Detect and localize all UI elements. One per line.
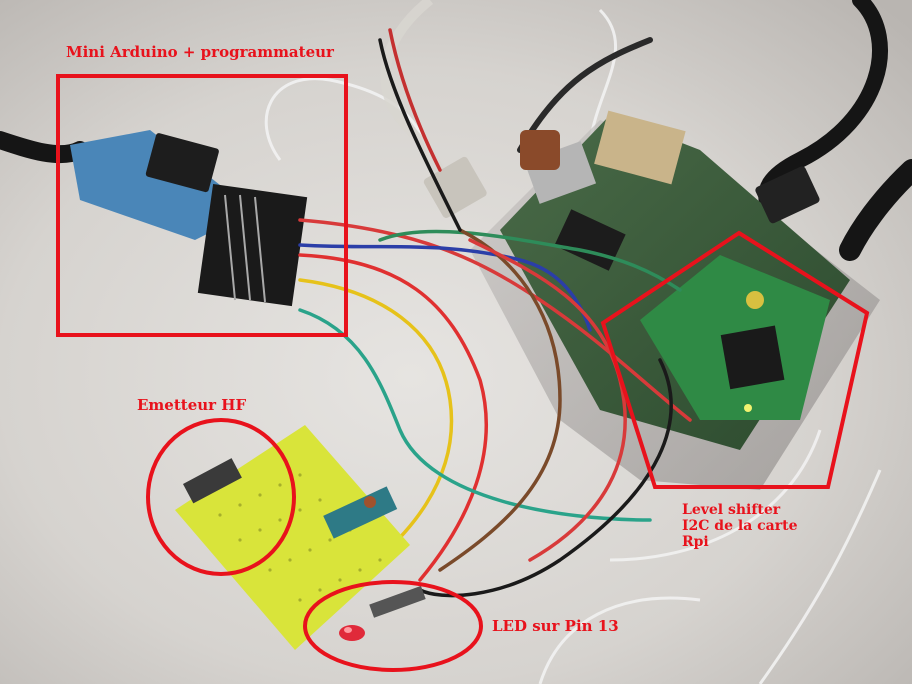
usb-connector (423, 156, 487, 218)
rj-connector (720, 325, 785, 390)
led-component (339, 585, 426, 641)
rf-highlight-ellipse (146, 418, 296, 576)
white-cables (264, 8, 882, 684)
arduino-header-block (145, 133, 219, 193)
status-led (744, 404, 752, 412)
mounting-hole (746, 291, 764, 309)
programmer-connector (197, 183, 308, 307)
jumper-wires (298, 28, 692, 602)
rf-receiver-module (323, 486, 398, 539)
rf-transmitter-module (182, 458, 242, 504)
led-annotation: LED sur Pin 13 (492, 617, 619, 635)
rpi-power-port (755, 166, 820, 224)
arduino-highlight-box (56, 74, 348, 337)
header-pins (224, 194, 266, 303)
rf-transmitter-annotation: Emetteur HF (137, 396, 247, 414)
annotation-shapes (56, 74, 870, 672)
arduino-annotation: Mini Arduino + programmateur (66, 43, 334, 61)
level-shifter-highlight-pentagon (600, 230, 870, 489)
level-shifter-annotation: Level shifter I2C de la carte Rpi (682, 502, 798, 551)
led-highlight-ellipse (303, 580, 483, 672)
breadboard-holes (218, 473, 382, 602)
capacitor (364, 496, 376, 508)
rpi-rca-jack (520, 130, 560, 170)
rpi-label-sticker (594, 110, 686, 185)
